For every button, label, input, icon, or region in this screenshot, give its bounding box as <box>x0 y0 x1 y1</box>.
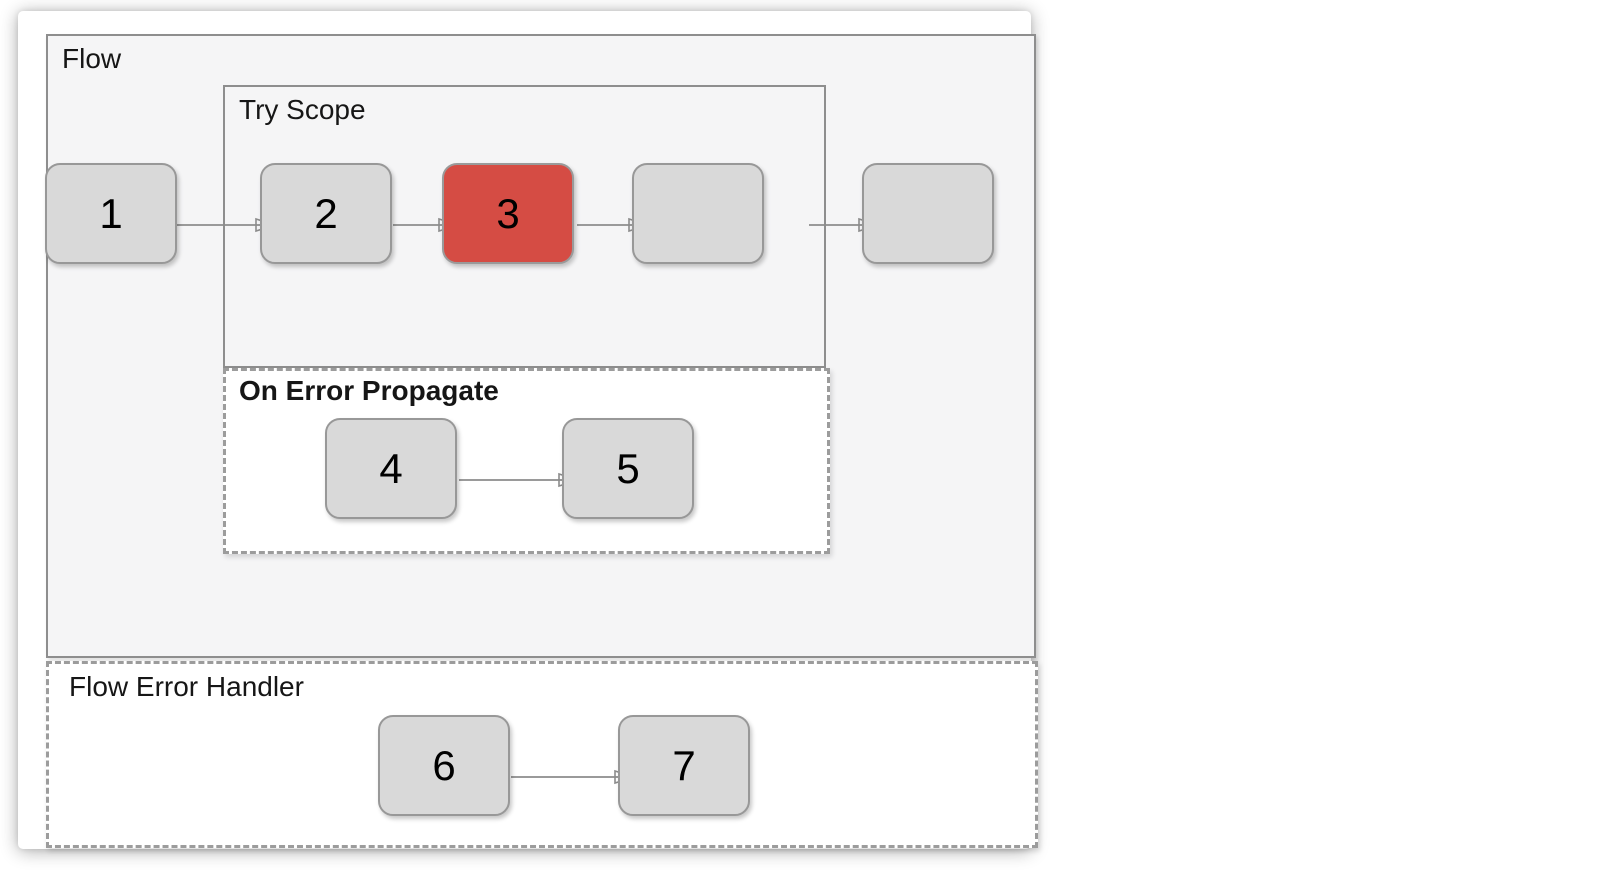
oep-step-4: 4 <box>325 418 457 519</box>
feh-step-6: 6 <box>378 715 510 816</box>
oep-step-5: 5 <box>562 418 694 519</box>
on-error-propagate-container: On Error Propagate <box>223 368 830 554</box>
flow-step-2: 2 <box>260 163 392 264</box>
flow-container: Flow <box>46 34 1036 658</box>
diagram-panel: Flow Try Scope On Error Propagate Flow E… <box>18 11 1038 849</box>
try-scope-label: Try Scope <box>239 94 366 125</box>
flow-error-handler-container: Flow Error Handler <box>46 661 1038 848</box>
flow-step-4 <box>632 163 764 264</box>
flow-label: Flow <box>62 43 122 74</box>
feh-step-7: 7 <box>618 715 750 816</box>
flow-step-1: 1 <box>45 163 177 264</box>
try-scope-container: Try Scope <box>223 85 826 368</box>
flow-error-handler-label: Flow Error Handler <box>69 671 304 702</box>
flow-step-3-error: 3 <box>442 163 574 264</box>
flow-step-5 <box>862 163 994 264</box>
on-error-propagate-label: On Error Propagate <box>239 375 499 406</box>
